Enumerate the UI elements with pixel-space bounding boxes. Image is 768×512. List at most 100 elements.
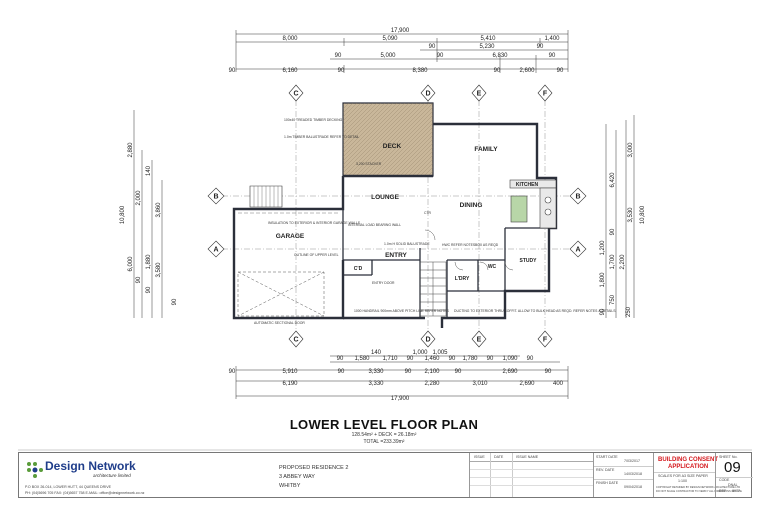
dates-cell: START DATE 7/03/2017 REV. DATE 14/03/201… [593, 453, 653, 497]
dim-left-4: 2,000 [136, 190, 142, 206]
dim-bot-2-3: 1,710 [382, 356, 398, 362]
note-outline-upper: OUTLINE OF UPPER LEVEL [294, 253, 339, 257]
stair [419, 261, 447, 317]
dim-bot-2-7: 1,780 [462, 356, 478, 362]
dim-bot-3-1: 90 [229, 369, 236, 375]
dim-bot-1-3: 1,005 [432, 350, 448, 356]
start-date-label: START DATE [596, 455, 618, 459]
dim-bot-4-6: 400 [553, 381, 564, 387]
dim-bot-3-8: 2,690 [502, 369, 518, 375]
ref-label: REF [719, 489, 727, 493]
finish-date-label: FINISH DATE [596, 481, 619, 485]
start-date: 7/03/2017 [624, 459, 640, 463]
dim-top-2-3: 5,410 [480, 36, 496, 42]
room-family: FAMILY [474, 146, 498, 153]
project-line1: PROPOSED RESIDENCE 2 [279, 465, 349, 471]
logo-dots-icon [27, 462, 43, 478]
grid-label-a-right: A [575, 247, 580, 254]
dim-bot-2-10: 90 [527, 356, 534, 362]
dim-top-3-3: 90 [537, 44, 544, 50]
dim-top-5-4: 8,380 [412, 68, 428, 74]
grid-label-d-top: D [425, 91, 430, 98]
dim-bot-1-1: 140 [371, 350, 382, 356]
dim-bot-2-8: 90 [487, 356, 494, 362]
dim-left-1: 2,880 [128, 142, 134, 158]
grid-label-a-left: A [213, 247, 218, 254]
room-laundry: L'DRY [455, 276, 470, 282]
dim-bot-4-3: 2,280 [424, 381, 440, 387]
dim-right-10: 250 [626, 306, 632, 317]
kitchen-bench [509, 179, 557, 229]
copyright-1: COPYRIGHT RETAINED BY DESIGN NETWORK ARC… [656, 486, 741, 489]
sheet-no-label: SHEET No. [719, 455, 738, 459]
dim-top-4-1: 90 [335, 53, 342, 59]
dim-bot-2-2: 1,580 [354, 356, 370, 362]
note-entry-door: ENTRY DOOR [372, 281, 395, 285]
scales-label: SCALES FOR A3 SIZE PAPER [658, 474, 708, 478]
door-swings [424, 229, 514, 271]
dim-left-3: 3,860 [156, 202, 162, 218]
bottom-dimensions [235, 355, 569, 399]
dim-left-10: 90 [172, 298, 178, 305]
dim-left-0: 10,800 [120, 205, 126, 224]
grid-label-c-top: C [293, 91, 298, 98]
note-stair: 1000 HANDRAIL 900mm ABOVE PITCH LINE REF… [354, 309, 450, 313]
room-kitchen: KITCHEN [516, 182, 539, 188]
dim-right-9: 750 [610, 294, 616, 305]
grid-label-d-bottom: D [425, 337, 430, 344]
note-internal-wall: INTERNAL LOAD BEARING WALL [348, 223, 401, 227]
note-stacker: 3,200 STACKER [356, 162, 382, 166]
dim-bot-4-5: 2,690 [519, 381, 535, 387]
dim-bot-2-5: 1,460 [424, 356, 440, 362]
code-value: DNAL [728, 483, 738, 487]
plan-area-line1: 128.54m² + DECK = 26.18m² [351, 432, 417, 438]
dim-bot-4-2: 3,330 [368, 381, 384, 387]
room-lounge: LOUNGE [371, 194, 399, 201]
title-block: Design Network architecture limited P.O … [18, 452, 753, 498]
grid-label-f-bottom: F [543, 337, 548, 344]
dim-top-4-5: 90 [549, 53, 556, 59]
dim-top-4-3: 90 [437, 53, 444, 59]
grid-label-b-left: B [213, 194, 218, 201]
project-cell: PROPOSED RESIDENCE 2 3 ABBEY WAY WHITBY [249, 453, 469, 497]
stage-cell: BUILDING CONSENT APPLICATION SCALES FOR … [653, 453, 742, 497]
dim-top-3-1: 90 [429, 44, 436, 50]
dim-bot-3-9: 90 [545, 369, 552, 375]
dim-top-4-4: 6,830 [492, 53, 508, 59]
sheet-no: 09 [724, 459, 741, 476]
company-sub: architecture limited [93, 473, 131, 478]
project-line2: 3 ABBEY WAY [279, 474, 315, 480]
grid-label-b-right: B [575, 194, 580, 201]
dim-bot-3-5: 90 [405, 369, 412, 375]
grid-label-f-top: F [543, 91, 548, 98]
note-deck-balustrade: 1.0m TIMBER BALUSTRADE REFER TO DETAIL [284, 135, 359, 139]
dim-bot-3-4: 3,330 [368, 369, 384, 375]
rev-date-label: REV. DATE [596, 468, 615, 472]
dim-top-5-1: 90 [229, 68, 236, 74]
project-line3: WHITBY [279, 483, 301, 489]
note-insulation: INSULATION TO EXTERIOR & INTERIOR GARAGE… [268, 221, 361, 225]
rev-header-date: DATE [494, 455, 504, 459]
plan-title: LOWER LEVEL FLOOR PLAN [289, 417, 479, 432]
dim-right-11: 90 [600, 308, 606, 315]
dim-top-5-3: 90 [338, 68, 345, 74]
dim-bot-3-3: 90 [338, 369, 345, 375]
room-dining: DINING [460, 202, 483, 209]
dim-left-2: 140 [146, 165, 152, 176]
grid-label-e-top: E [477, 91, 482, 98]
room-study: STUDY [520, 258, 538, 264]
revisions-table: ISSUE DATE ISSUE NAME [469, 453, 593, 497]
note-ctr: CTR [424, 211, 432, 215]
grid-label-c-bottom: C [293, 337, 298, 344]
room-entry: ENTRY [385, 252, 407, 259]
dim-left-8: 3,580 [156, 262, 162, 278]
dim-top-3-2: 5,230 [479, 44, 495, 50]
right-dimensions [605, 115, 635, 318]
dim-bot-4-4: 3,010 [472, 381, 488, 387]
dim-bot-2-9: 1,090 [502, 356, 518, 362]
dim-top-overall: 17,900 [391, 28, 410, 34]
left-dimensions [133, 110, 163, 318]
dim-top-5-2: 6,160 [282, 68, 298, 74]
